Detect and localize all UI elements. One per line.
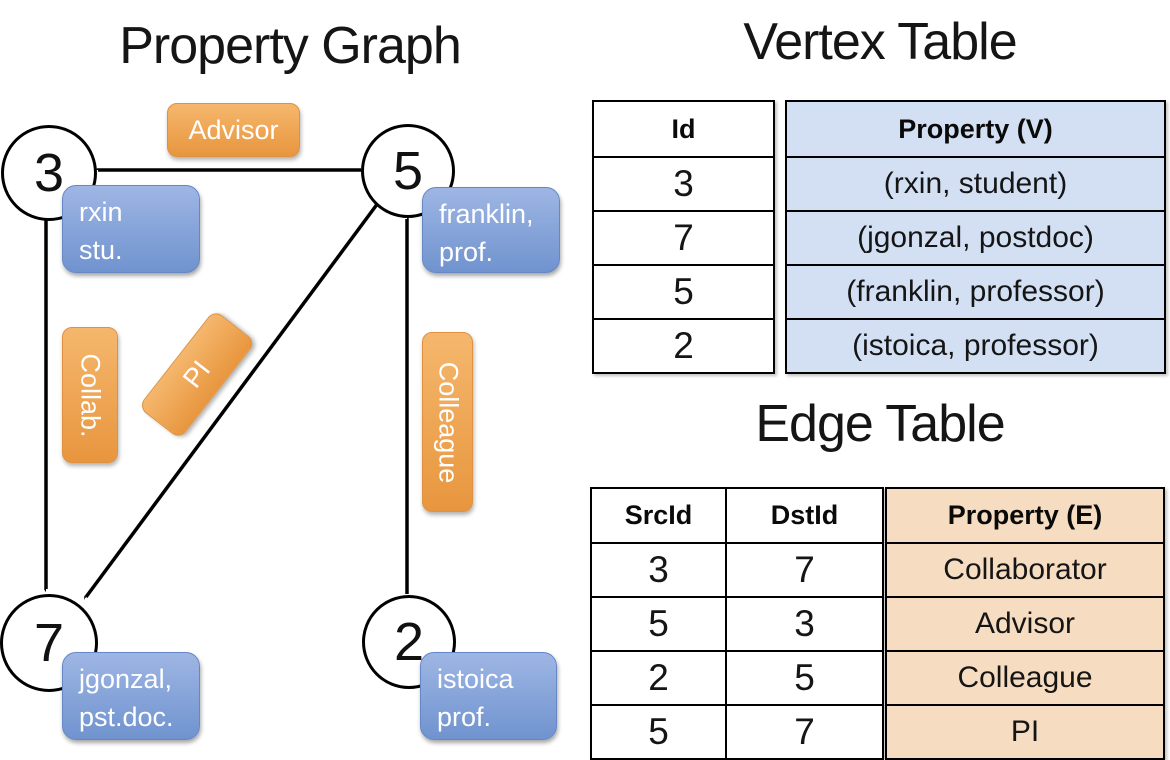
table-row: 3: [592, 156, 775, 212]
vertex-node-3-label: 3: [33, 143, 65, 203]
table-row: 2: [592, 318, 775, 374]
edge-label-advisor-text: Advisor: [188, 114, 279, 145]
edge-label-advisor: Advisor: [167, 103, 300, 157]
vertex-property-cell: (istoica, professor): [785, 318, 1166, 374]
edge-table-title: Edge Table: [755, 395, 1005, 453]
vertex-node-2: 2: [362, 595, 456, 689]
edge-table-property-header: Property (E): [885, 487, 1165, 544]
table-row: 5 7: [590, 704, 884, 760]
vertex-table-id-column: Id 3 7 5 2: [592, 100, 775, 374]
vertex-property-istoica-line2: prof.: [437, 702, 492, 733]
vertex-node-5: 5: [361, 124, 455, 218]
table-row: Advisor: [885, 596, 1165, 652]
vertex-property-cell: (rxin, student): [785, 156, 1166, 212]
vertex-property-istoica-line1: istoica: [437, 664, 514, 694]
table-row: (istoica, professor): [785, 318, 1166, 374]
table-row: SrcId DstId: [590, 487, 884, 544]
edge-dstid-cell: 7: [725, 704, 884, 760]
edge-srcid-cell: 5: [590, 704, 727, 760]
edge-table-property-column: Property (E) Collaborator Advisor Collea…: [885, 487, 1165, 760]
table-row: Colleague: [885, 650, 1165, 706]
edge-dstid-cell: 5: [725, 650, 884, 706]
edge-label-collab: Collab.: [62, 327, 118, 463]
vertex-id-cell: 7: [592, 210, 775, 266]
vertex-property-rxin-line2: stu.: [79, 235, 123, 266]
edge-dstid-cell: 7: [725, 542, 884, 598]
table-row: 5 3: [590, 596, 884, 652]
vertex-table-title: Vertex Table: [743, 13, 1017, 71]
table-row: Id: [592, 100, 775, 158]
edge-property-cell: Colleague: [885, 650, 1165, 706]
vertex-id-cell: 5: [592, 264, 775, 320]
table-row: Collaborator: [885, 542, 1165, 598]
table-row: 7: [592, 210, 775, 266]
table-row: (jgonzal, postdoc): [785, 210, 1166, 266]
vertex-node-5-label: 5: [392, 141, 424, 201]
vertex-table-id-header: Id: [592, 100, 775, 158]
vertex-property-franklin-line2: prof.: [439, 237, 494, 268]
vertex-table-property-header: Property (V): [785, 100, 1166, 158]
vertex-id-cell: 2: [592, 318, 775, 374]
edge-table-srcid-header: SrcId: [590, 487, 727, 544]
edge-dstid-cell: 3: [725, 596, 884, 652]
vertex-property-cell: (jgonzal, postdoc): [785, 210, 1166, 266]
table-row: Property (V): [785, 100, 1166, 158]
vertex-table-property-column: Property (V) (rxin, student) (jgonzal, p…: [785, 100, 1166, 374]
vertex-node-7-label: 7: [33, 613, 65, 673]
vertex-property-rxin: rxin stu.: [62, 185, 200, 273]
table-row: 5: [592, 264, 775, 320]
edge-property-cell: Advisor: [885, 596, 1165, 652]
vertex-property-rxin-line1: rxin: [79, 197, 123, 227]
vertex-property-jgonzal: jgonzal, pst.doc.: [62, 652, 200, 740]
edge-srcid-cell: 3: [590, 542, 727, 598]
vertex-property-jgonzal-line1: jgonzal,: [79, 664, 173, 694]
vertex-property-franklin-line1: franklin,: [439, 199, 534, 229]
vertex-property-franklin: franklin, prof.: [422, 187, 560, 273]
table-row: PI: [885, 704, 1165, 760]
edge-table-id-columns: SrcId DstId 3 7 5 3 2 5 5 7: [590, 487, 884, 760]
vertex-node-2-label: 2: [393, 612, 425, 672]
table-row: (rxin, student): [785, 156, 1166, 212]
graph-edges-layer: [0, 0, 580, 760]
vertex-property-istoica: istoica prof.: [420, 652, 557, 740]
table-row: 3 7: [590, 542, 884, 598]
vertex-property-cell: (franklin, professor): [785, 264, 1166, 320]
edge-label-colleague: Colleague: [422, 332, 473, 512]
vertex-id-cell: 3: [592, 156, 775, 212]
property-graph-title: Property Graph: [119, 17, 462, 75]
table-row: (franklin, professor): [785, 264, 1166, 320]
edge-label-colleague-text: Colleague: [433, 361, 463, 483]
edge-property-cell: PI: [885, 704, 1165, 760]
edge-table-dstid-header: DstId: [725, 487, 884, 544]
vertex-property-jgonzal-line2: pst.doc.: [79, 702, 174, 733]
edge-pi-arrow: [86, 201, 380, 597]
edge-label-pi-text: PI: [176, 354, 217, 394]
edge-srcid-cell: 5: [590, 596, 727, 652]
edge-srcid-cell: 2: [590, 650, 727, 706]
table-row: Property (E): [885, 487, 1165, 544]
table-row: 2 5: [590, 650, 884, 706]
edge-label-collab-text: Collab.: [75, 352, 106, 438]
edge-property-cell: Collaborator: [885, 542, 1165, 598]
